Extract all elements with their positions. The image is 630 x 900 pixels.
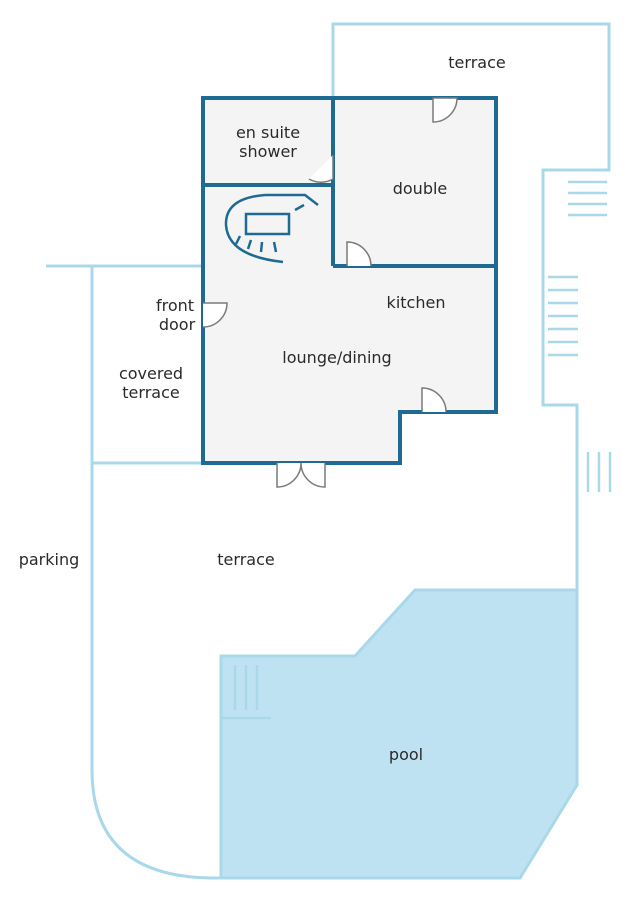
door-french-left-icon <box>276 462 302 488</box>
stairs-upper-right <box>568 180 607 217</box>
label-double: double <box>393 179 448 198</box>
door-shower-icon <box>308 155 334 183</box>
house-exterior-wall <box>201 96 498 465</box>
label-terrace-main: terrace <box>217 550 274 569</box>
label-covered-terrace: terrace <box>122 383 179 402</box>
main-terrace-outline <box>90 266 520 880</box>
bathtub-icon <box>224 193 319 264</box>
stairs-right-walkway <box>548 275 578 357</box>
pool-steps <box>221 665 271 720</box>
label-en-suite: en suite <box>236 123 300 142</box>
door-double-kitchen-icon <box>346 241 372 267</box>
house-interior <box>203 98 496 463</box>
stairs-right-lower <box>586 452 612 492</box>
door-front-icon <box>202 302 228 328</box>
label-parking: parking <box>19 550 80 569</box>
label-kitchen: kitchen <box>387 293 446 312</box>
label-pool: pool <box>389 745 423 764</box>
label-shower: shower <box>239 142 297 161</box>
door-kitchen-terrace-icon <box>421 387 447 413</box>
label-covered: covered <box>119 364 183 383</box>
label-door: door <box>159 315 196 334</box>
door-double-top-icon <box>432 97 458 123</box>
label-front: front <box>156 296 194 315</box>
pool <box>219 588 579 880</box>
label-terrace-top: terrace <box>448 53 505 72</box>
upper-terrace-outline <box>331 22 611 590</box>
label-lounge-dining: lounge/dining <box>282 348 391 367</box>
door-french-right-icon <box>300 462 326 488</box>
